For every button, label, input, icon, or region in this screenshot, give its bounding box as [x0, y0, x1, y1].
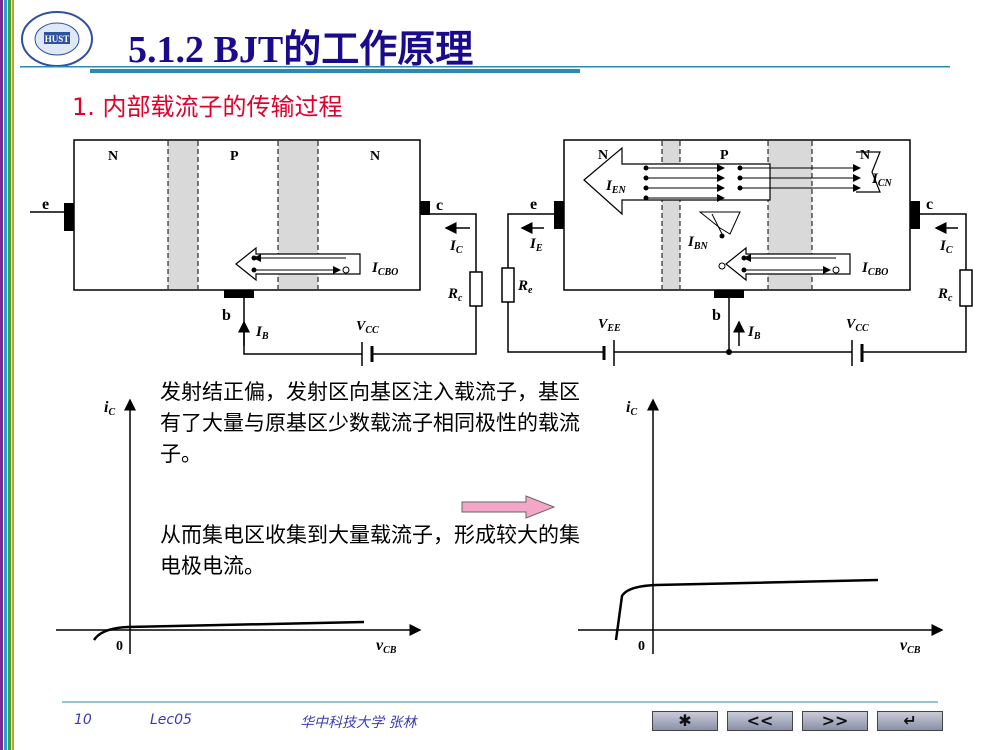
svg-text:b: b: [712, 307, 721, 324]
svg-text:Rc: Rc: [447, 286, 463, 304]
university-logo: HUST: [21, 11, 93, 67]
left-transistor-diagram: N P N e c IC Rc b IB VCC ICBO: [30, 139, 483, 366]
depletion-region: [168, 141, 198, 289]
footer-affiliation: 华中科技大学 张林: [300, 715, 417, 731]
svg-text:ICN: ICN: [871, 171, 893, 189]
svg-text:IB: IB: [255, 324, 269, 342]
svg-text:ICBO: ICBO: [861, 260, 888, 278]
svg-text:HUST: HUST: [45, 34, 70, 44]
asterisk-icon: ✱: [678, 711, 692, 730]
svg-text:IC: IC: [939, 238, 953, 256]
left-iv-graph: iC 0 vCB: [56, 398, 422, 656]
svg-text:VEE: VEE: [598, 317, 621, 334]
svg-text:VCC: VCC: [846, 317, 869, 334]
svg-text:e: e: [530, 196, 537, 213]
base-terminal-label: b: [222, 307, 231, 324]
double-chevron-left-icon: <<: [746, 711, 774, 730]
emitter-terminal-label: e: [42, 196, 49, 213]
svg-text:IB: IB: [747, 324, 761, 342]
svg-text:iC: iC: [104, 399, 115, 418]
title-underline: [20, 66, 950, 73]
region-label-p: P: [230, 149, 239, 164]
page-title: 5.1.2 BJT的工作原理: [128, 29, 474, 71]
svg-text:0: 0: [638, 639, 645, 654]
svg-text:VCC: VCC: [356, 319, 379, 336]
svg-text:iC: iC: [626, 399, 637, 418]
section-subtitle: 1. 内部载流子的传输过程: [72, 93, 343, 121]
body-paragraph-1: 发射结正偏，发射区向基区注入载流子，基区有了大量与原基区少数载流子相同极性的载流…: [160, 380, 580, 466]
svg-text:N: N: [860, 148, 870, 163]
svg-text:N: N: [598, 148, 608, 163]
nav-home-button[interactable]: ✱: [652, 711, 718, 731]
nav-next-button[interactable]: >>: [802, 711, 868, 731]
collector-terminal-label: c: [436, 197, 443, 214]
svg-text:P: P: [720, 148, 729, 163]
svg-text:IBN: IBN: [687, 234, 709, 252]
svg-text:IE: IE: [529, 236, 543, 254]
footer-page-number: 10: [74, 712, 92, 728]
svg-text:ICBO: ICBO: [371, 260, 398, 278]
body-paragraph-2: 从而集电区收集到大量载流子，形成较大的集电极电流。: [160, 523, 580, 578]
svg-text:Rc: Rc: [937, 286, 953, 304]
right-iv-graph: iC 0 vCB: [578, 398, 944, 656]
left-border-stripes: [0, 0, 14, 750]
svg-text:IEN: IEN: [605, 178, 627, 196]
nav-return-button[interactable]: ↵: [877, 711, 943, 731]
svg-text:vCB: vCB: [900, 637, 921, 656]
return-icon: ↵: [903, 711, 917, 730]
transition-arrow: [461, 495, 556, 519]
region-label-n: N: [370, 149, 380, 164]
region-label-n: N: [108, 149, 118, 164]
svg-text:Re: Re: [517, 278, 533, 296]
svg-text:c: c: [926, 196, 933, 213]
nav-prev-button[interactable]: <<: [727, 711, 793, 731]
svg-text:vCB: vCB: [376, 637, 397, 656]
double-chevron-right-icon: >>: [821, 711, 849, 730]
right-transistor-diagram: N P N IEN ICN IBN: [501, 139, 973, 366]
svg-text:0: 0: [116, 639, 123, 654]
svg-text:IC: IC: [449, 238, 463, 256]
footer-lecture: Lec05: [150, 712, 192, 728]
